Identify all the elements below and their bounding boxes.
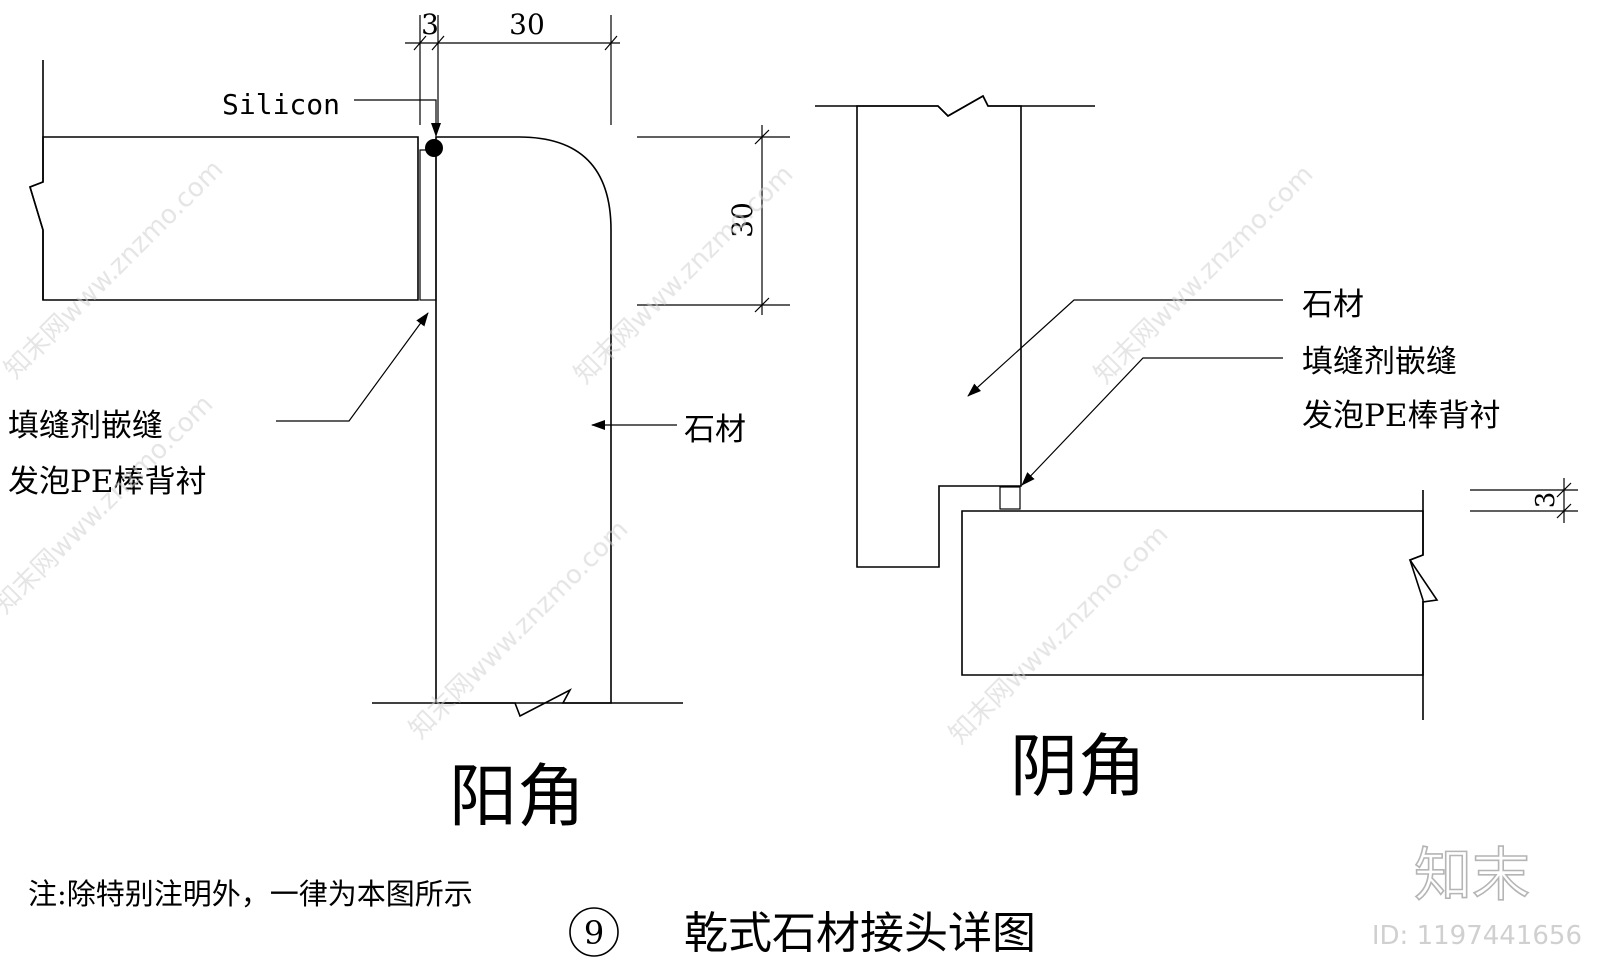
watermark-tile: 知末网www.znzmo.com — [569, 159, 800, 390]
detail-number: 9 — [584, 914, 604, 952]
inner-label-filler-line2: 发泡PE棒背衬 — [1302, 398, 1501, 434]
inner-slab-break-line — [1408, 490, 1439, 720]
inner-label-filler-line1: 填缝剂嵌缝 — [1302, 344, 1457, 380]
watermark-tile: 知末网www.znzmo.com — [404, 514, 635, 745]
outer-joint-pe-backer — [419, 149, 437, 301]
watermark-tile: 知末网www.znzmo.com — [1089, 159, 1320, 390]
inner-corner-title: 阴角 — [1010, 728, 1146, 807]
watermark-tile: 知末网www.znzmo.com — [0, 154, 229, 385]
outer-corner-title: 阳角 — [449, 758, 585, 837]
outer-dim-radius-text: 30 — [726, 202, 759, 238]
inner-filler-leader — [1021, 357, 1283, 486]
inner-corner-detail: 3 石材 填缝剂嵌缝 发泡PE棒背衬 阴角 — [815, 94, 1578, 807]
detail-number-circle — [569, 907, 619, 957]
outer-corner-detail: 3 30 30 Silicon 填缝剂嵌缝 发泡PE棒背衬 石材 阳角 — [8, 8, 790, 837]
outer-label-filler-line1: 填缝剂嵌缝 — [8, 408, 163, 444]
outer-dim-width-text: 30 — [509, 8, 545, 41]
footer: 注:除特别注明外，一律为本图所示 9 乾式石材接头详图 — [28, 877, 1036, 959]
inner-joint-pe-backer — [999, 486, 1021, 510]
outer-top-dimension — [405, 15, 620, 125]
inner-right-dimension — [1470, 478, 1578, 523]
inner-vertical-stone-slab — [856, 94, 1022, 568]
outer-filler-leader — [276, 312, 429, 422]
outer-vertical-stone-slab — [435, 136, 612, 718]
outer-slab-break-line — [29, 60, 44, 300]
outer-silicon-leader — [354, 99, 441, 137]
watermark-tile: 知末网www.znzmo.com — [944, 519, 1175, 750]
watermark-logo: 知末 — [1414, 841, 1530, 909]
outer-label-filler-line2: 发泡PE棒背衬 — [8, 464, 207, 500]
general-note: 注:除特别注明外，一律为本图所示 — [28, 877, 473, 911]
watermark-id: ID: 1197441656 — [1372, 921, 1582, 951]
inner-label-stone: 石材 — [1302, 287, 1364, 323]
outer-label-silicon: Silicon — [222, 88, 340, 121]
outer-right-dimension — [637, 125, 790, 315]
outer-dim-gap-text: 3 — [421, 8, 439, 41]
outer-silicon-bead — [425, 139, 443, 157]
watermark-tiles: 知末网www.znzmo.com 知末网www.znzmo.com 知末网www… — [0, 154, 1319, 750]
outer-label-stone: 石材 — [684, 412, 746, 448]
detail-title: 乾式石材接头详图 — [684, 908, 1036, 959]
inner-stone-leader — [967, 299, 1283, 397]
inner-dim-gap-text: 3 — [1531, 492, 1561, 509]
